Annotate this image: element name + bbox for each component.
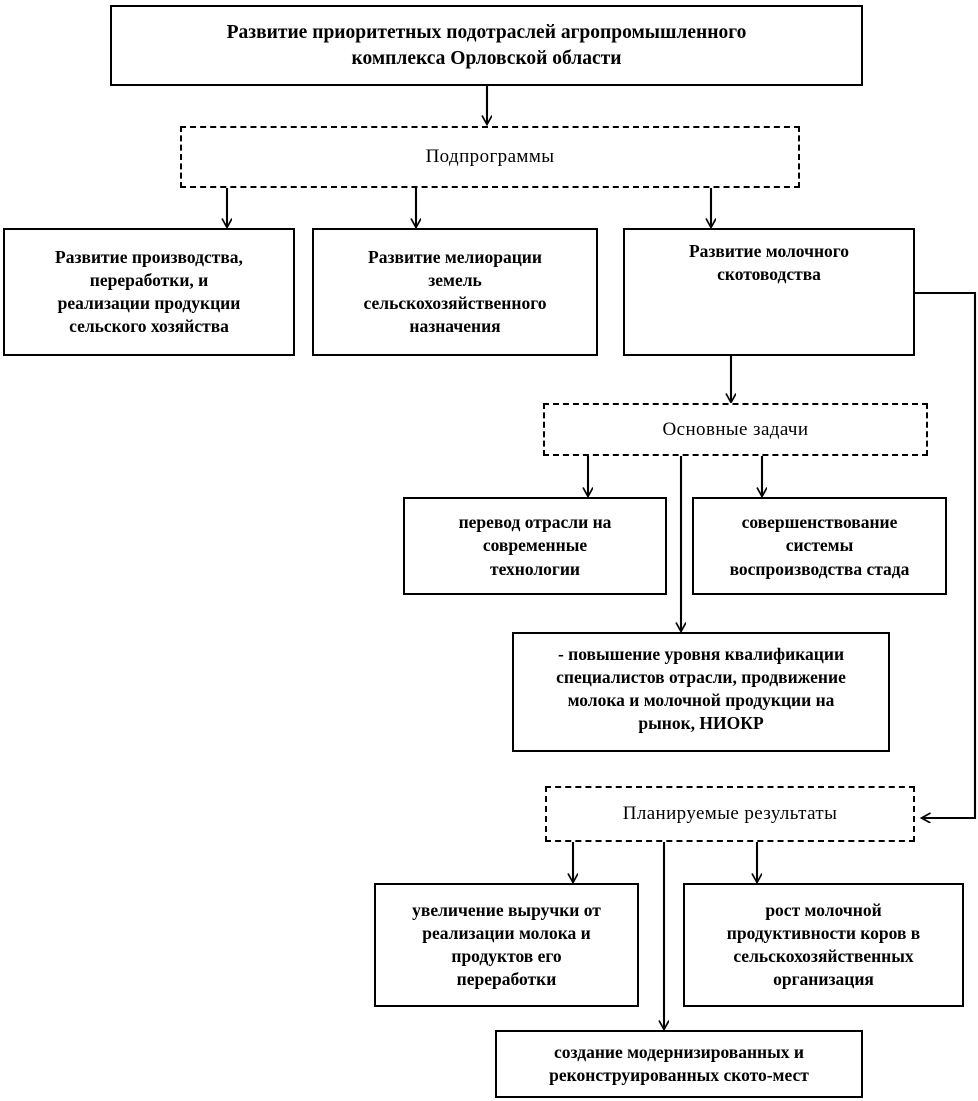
node-subprograms-group-label: Подпрограммы: [425, 146, 555, 168]
node-task-1[interactable]: перевод отрасли на современные технологи…: [403, 497, 667, 595]
node-task-2-label: совершенствование системы воспроизводств…: [729, 512, 910, 579]
node-results-group[interactable]: Планируемые результаты: [545, 786, 915, 842]
node-result-2[interactable]: рост молочной продуктивности коров в сел…: [683, 883, 964, 1007]
node-task-3-label: - повышение уровня квалификации специали…: [556, 644, 846, 734]
node-result-1-label: увеличение выручки от реализации молока …: [412, 899, 601, 990]
node-task-1-label: перевод отрасли на современные технологи…: [458, 512, 612, 579]
node-tasks-group[interactable]: Основные задачи: [543, 403, 928, 456]
node-task-3[interactable]: - повышение уровня квалификации специали…: [512, 632, 890, 752]
node-subprogram-2-label: Развитие мелиорации земель сельскохозяйс…: [363, 246, 547, 337]
node-result-3-label: создание модернизированных и реконструир…: [549, 1041, 809, 1085]
node-result-3[interactable]: создание модернизированных и реконструир…: [495, 1030, 863, 1098]
node-root-label: Развитие приоритетных подотраслей агропр…: [226, 21, 747, 69]
node-subprograms-group[interactable]: Подпрограммы: [180, 126, 800, 188]
node-subprogram-3[interactable]: Развитие молочного скотоводства: [623, 228, 915, 356]
node-root[interactable]: Развитие приоритетных подотраслей агропр…: [110, 5, 863, 86]
node-subprogram-3-label: Развитие молочного скотоводства: [688, 241, 850, 285]
node-subprogram-1-label: Развитие производства, переработки, и ре…: [55, 246, 243, 337]
node-subprogram-1[interactable]: Развитие производства, переработки, и ре…: [3, 228, 295, 356]
node-subprogram-2[interactable]: Развитие мелиорации земель сельскохозяйс…: [312, 228, 598, 356]
node-result-1[interactable]: увеличение выручки от реализации молока …: [374, 883, 639, 1007]
node-results-group-label: Планируемые результаты: [622, 803, 838, 825]
node-result-2-label: рост молочной продуктивности коров в сел…: [726, 899, 921, 990]
node-tasks-group-label: Основные задачи: [662, 418, 809, 440]
node-task-2[interactable]: совершенствование системы воспроизводств…: [692, 497, 947, 595]
